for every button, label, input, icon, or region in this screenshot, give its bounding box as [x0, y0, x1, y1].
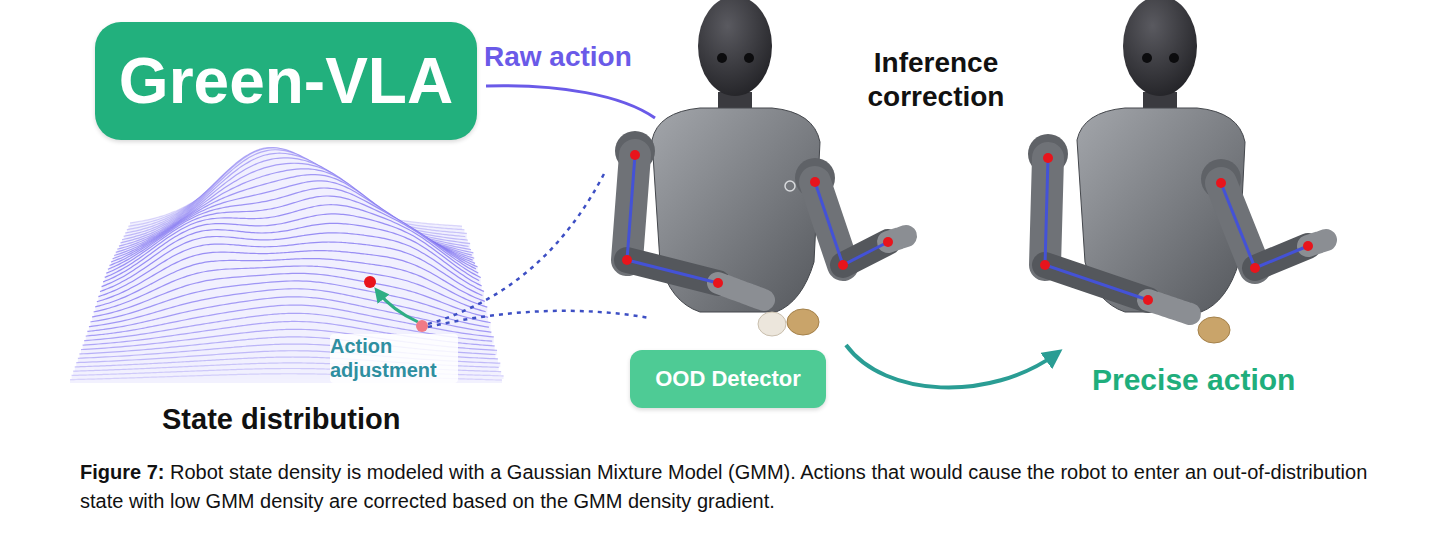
panel-heading: State distribution — [162, 402, 400, 437]
joint-dot — [1216, 178, 1226, 188]
dotted-link — [428, 170, 606, 324]
detector-box: OOD Detector — [630, 350, 826, 408]
robot-eye — [744, 53, 754, 63]
joint-dot — [1040, 260, 1050, 270]
figure-caption: Figure 7: Robot state density is modeled… — [80, 458, 1405, 516]
robot-eye — [1142, 53, 1152, 63]
skeleton-line — [627, 155, 718, 283]
robot-head — [698, 0, 772, 96]
potato — [1198, 317, 1230, 343]
robot-hand — [718, 283, 764, 300]
joint-dot — [1250, 263, 1260, 273]
dotted-link — [428, 311, 650, 327]
joint-dot — [1303, 241, 1313, 251]
joint-dot — [630, 150, 640, 160]
joint-dot — [713, 278, 723, 288]
joint-dot — [1043, 153, 1053, 163]
joint-dot — [622, 255, 632, 265]
skeleton-line — [1045, 158, 1148, 300]
skeleton-line — [815, 182, 888, 265]
robot-eye — [1169, 53, 1179, 63]
raw-action-curve — [486, 86, 655, 118]
joint-dot — [810, 177, 820, 187]
robot-eye — [717, 53, 727, 63]
robot-figure — [615, 0, 906, 312]
node-title: OOD Detector — [655, 366, 800, 392]
robot-hand — [1148, 300, 1190, 314]
flow-label: Raw action — [484, 40, 632, 74]
joint-dot — [1143, 295, 1153, 305]
density-surface — [70, 148, 504, 383]
potato — [787, 309, 819, 335]
garlic — [758, 312, 786, 336]
joint-dot — [883, 237, 893, 247]
adjustment-arrow — [378, 292, 418, 322]
step-label: Action adjustment — [330, 334, 458, 383]
target-state-dot — [364, 276, 376, 288]
node-title: Green-VLA — [119, 44, 453, 118]
robot-head — [1123, 0, 1197, 96]
ood-state-dot — [416, 320, 428, 332]
skeleton-line — [1221, 183, 1308, 268]
robot-logo — [785, 181, 795, 191]
model-box: Green-VLA — [95, 22, 477, 140]
robot-figure — [1028, 0, 1326, 314]
stage-heading: Inference correction — [848, 46, 1024, 114]
correction-arrow — [846, 345, 1056, 388]
joint-dot — [838, 260, 848, 270]
result-label: Precise action — [1092, 362, 1295, 399]
